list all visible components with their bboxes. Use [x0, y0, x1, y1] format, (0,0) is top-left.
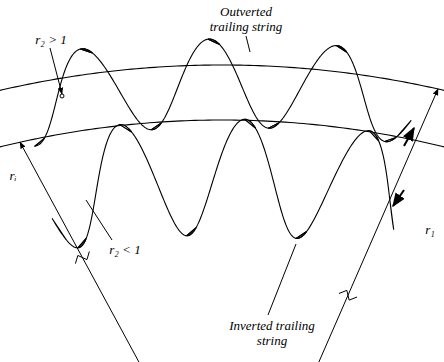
r1-dimension: [318, 89, 438, 362]
dimension-lines: [20, 89, 438, 362]
ribbon-dark-face: [80, 49, 161, 130]
leader-line: [268, 244, 296, 315]
string-label: Outverted trailing string: [200, 4, 292, 34]
label-holder: Outverted trailing string: [200, 4, 292, 34]
ratio-label: r₂ < 1: [100, 242, 150, 257]
ribbon-light-face: [120, 125, 196, 236]
ribbon-light-face: [36, 49, 93, 146]
leader-line: [50, 48, 62, 94]
outer-arc: [0, 65, 444, 91]
flow-arrow: [404, 128, 414, 146]
leader-line: [86, 200, 112, 240]
radius-label: rᵢ: [4, 168, 22, 183]
ribbon-dark-face: [78, 125, 132, 248]
string-label: Inverted trailing string: [226, 318, 318, 348]
outverted-string: [35, 39, 411, 146]
leader-dot: [60, 94, 64, 98]
ribbon-light-face: [369, 131, 393, 230]
inverted-string: [52, 119, 393, 248]
ratio-label: r₂ > 1: [26, 32, 76, 47]
leader-lines: [50, 36, 414, 315]
label-holder: Inverted trailing string: [226, 318, 318, 348]
ribbon-light-face: [151, 39, 219, 130]
radius-label: r₁: [420, 222, 440, 237]
leader-line: [246, 36, 250, 52]
ribbon-dark-face: [336, 46, 396, 142]
trailing-strings: [35, 39, 411, 248]
break-mark: [75, 251, 89, 263]
flow-arrow: [393, 190, 404, 206]
break-mark: [339, 290, 357, 300]
ribbon-dark-face: [296, 131, 379, 239]
label-holder: r₁: [420, 222, 440, 237]
ribbon-dark-face: [208, 39, 279, 128]
label-holder: rᵢ: [4, 168, 22, 183]
ribbon-dark-face: [187, 119, 256, 235]
inner-arc: [0, 120, 444, 147]
ribbon-light-face: [268, 46, 346, 129]
label-holder: r₂ < 1: [100, 242, 150, 257]
ribbon-light-face: [245, 119, 307, 238]
label-holder: r₂ > 1: [26, 32, 76, 47]
